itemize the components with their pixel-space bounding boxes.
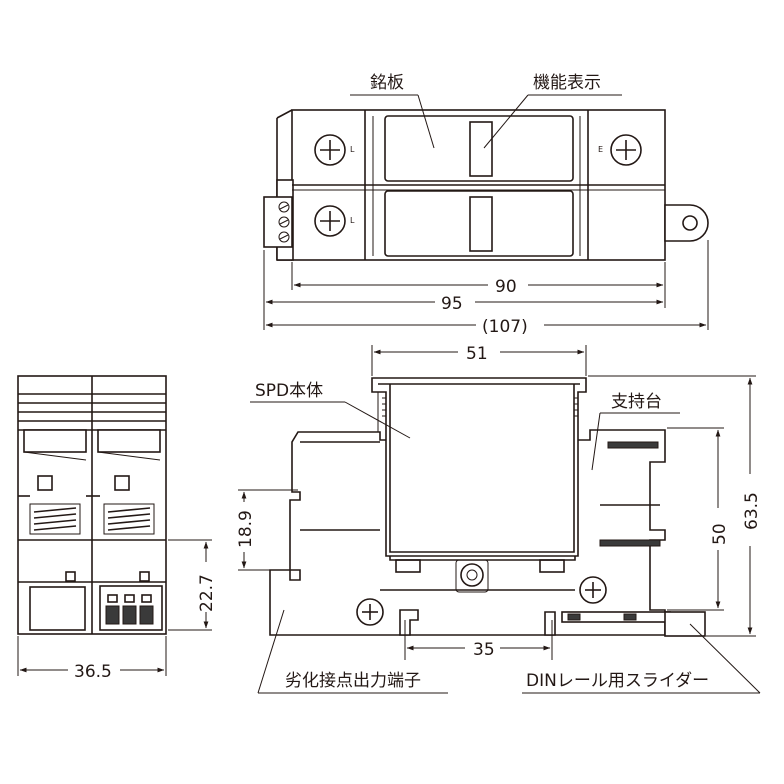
label-din-slider: DINレール用スライダー — [526, 671, 709, 691]
dim-51: 51 — [466, 344, 488, 364]
spring-left — [29, 503, 81, 535]
screw-icon — [610, 134, 642, 166]
side-view: SPD本体 支持台 劣化接点出力端子 DINレール用スライダー 51 63.5 … — [236, 344, 762, 694]
function-display-window-top — [469, 121, 493, 177]
spd-body-outline — [371, 377, 587, 557]
nameplate-bottom — [384, 190, 574, 257]
dim-90: 90 — [495, 277, 517, 297]
label-nameplate: 銘板 — [370, 73, 404, 93]
label-spd-body: SPD本体 — [255, 381, 323, 401]
dim-63-5: 63.5 — [742, 492, 762, 530]
mounting-ear — [664, 204, 709, 242]
screw-icon — [314, 205, 346, 237]
function-display-window-bottom — [469, 196, 493, 252]
nameplate-top — [384, 115, 574, 182]
dim-50: 50 — [710, 523, 730, 545]
spring-right — [103, 503, 155, 535]
dim-18-9: 18.9 — [236, 510, 256, 548]
front-view: 36.5 22.7 — [17, 375, 217, 682]
dim-22-7: 22.7 — [197, 574, 217, 612]
screw-icon — [314, 134, 346, 166]
terminal-mark-e: E — [598, 145, 603, 154]
dim-36-5: 36.5 — [74, 662, 112, 682]
screw-icon — [579, 576, 607, 604]
dim-95: 95 — [441, 294, 463, 314]
label-deterioration-terminal: 劣化接点出力端子 — [285, 671, 421, 691]
top-view: L L E 銘板 機能表示 90 95 ( — [263, 73, 709, 337]
terminal-mark-l-top: L — [350, 145, 355, 154]
label-support-base: 支持台 — [611, 392, 662, 412]
dim-107: (107) — [482, 317, 528, 337]
terminal-mark-l-bottom: L — [350, 216, 355, 225]
label-function-display: 機能表示 — [533, 73, 601, 93]
dim-35: 35 — [473, 640, 495, 660]
screw-icon — [356, 598, 384, 626]
